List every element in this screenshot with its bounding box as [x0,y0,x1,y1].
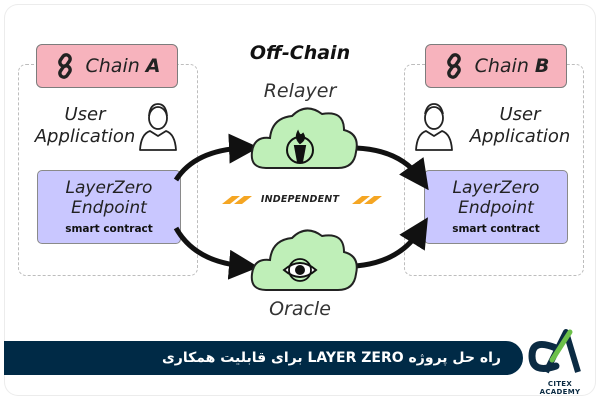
independent-stripes-right [352,196,382,204]
endpoint-left-line2: Endpoint [71,198,147,218]
endpoint-left-sub: smart contract [65,223,153,235]
relayer-label: Relayer [263,80,337,102]
user-application-left-line1: User [64,104,106,125]
link-icon [57,53,72,79]
torch-icon [286,129,314,164]
arrow-left-to-relayer [173,133,259,182]
logo-text: CITEX ACADEMY [539,380,581,396]
arrow-relayer-to-right [355,145,429,191]
user-application-right-line1: User [499,104,541,125]
logo-icon [528,329,581,374]
banner-text: راه حل پروژه LAYER ZERO برای قابلیت همکا… [161,350,501,366]
arrow-left-to-oracle [173,226,259,280]
endpoint-left-line1: LayerZero [65,178,153,198]
independent-label: INDEPENDENT [260,194,340,205]
chain-b-letter: B [534,55,550,77]
arrow-oracle-to-right [355,217,428,269]
chain-a-label: Chain [85,55,140,77]
offchain-title: Off-Chain [249,42,351,64]
oracle-label: Oracle [269,298,331,320]
endpoint-right-sub: smart contract [452,223,540,235]
user-application-right-label: User Application [464,104,576,148]
chain-a-letter: A [145,55,161,77]
user-application-left-label: User Application [30,104,140,148]
endpoint-right-line2: Endpoint [458,198,534,218]
user-application-right-line2: Application [469,126,571,147]
chain-b-label: Chain [474,55,529,77]
endpoint-right-line1: LayerZero [452,178,540,198]
independent-stripes-left [222,196,252,204]
eye-icon [282,258,318,282]
user-application-left-line2: Application [34,126,136,147]
title-banner: راه حل پروژه LAYER ZERO برای قابلیت همکا… [4,341,523,375]
link-icon [446,53,461,79]
